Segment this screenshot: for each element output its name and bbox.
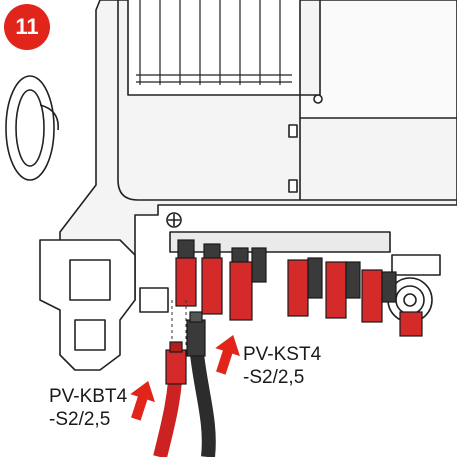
cable-gland-left [139,287,169,313]
dc-connector [229,247,267,321]
male-connector-label-line1: PV-KST4 [243,344,322,365]
pv-kst4-plug [186,311,206,357]
arrow-up-icon [215,334,240,375]
male-connector-label-line2: -S2/2,5 [243,367,305,388]
black-cable [189,344,216,458]
dc-connector [287,257,323,317]
male-connector-label: PV-KST4 -S2/2,5 [243,343,321,389]
housing-screw [313,94,323,104]
dc-connector [201,243,223,315]
dc-connector [361,269,397,323]
slot-upper [288,124,298,138]
pv-plugs [165,311,206,385]
female-connector-label: PV-KBT4 -S2/2,5 [49,385,127,431]
female-connector-label-line1: PV-KBT4 [49,386,128,407]
dc-connector [399,311,423,337]
female-connector-label-line2: -S2/2,5 [49,409,111,430]
step-number-badge: 11 [4,4,50,50]
mounting-bracket [39,239,136,371]
dc-connectors [175,239,423,337]
connector-base [169,231,391,253]
dc-connector [325,261,361,319]
wiring-compartment [127,0,301,96]
housing-inner-frame [117,0,457,201]
cable-gland-right [387,254,441,323]
dc-connector [175,239,197,307]
arrow-up-icon [130,380,155,421]
pv-kbt4-plug [165,341,187,385]
cover-panel [299,0,457,119]
slot-lower [288,179,298,193]
